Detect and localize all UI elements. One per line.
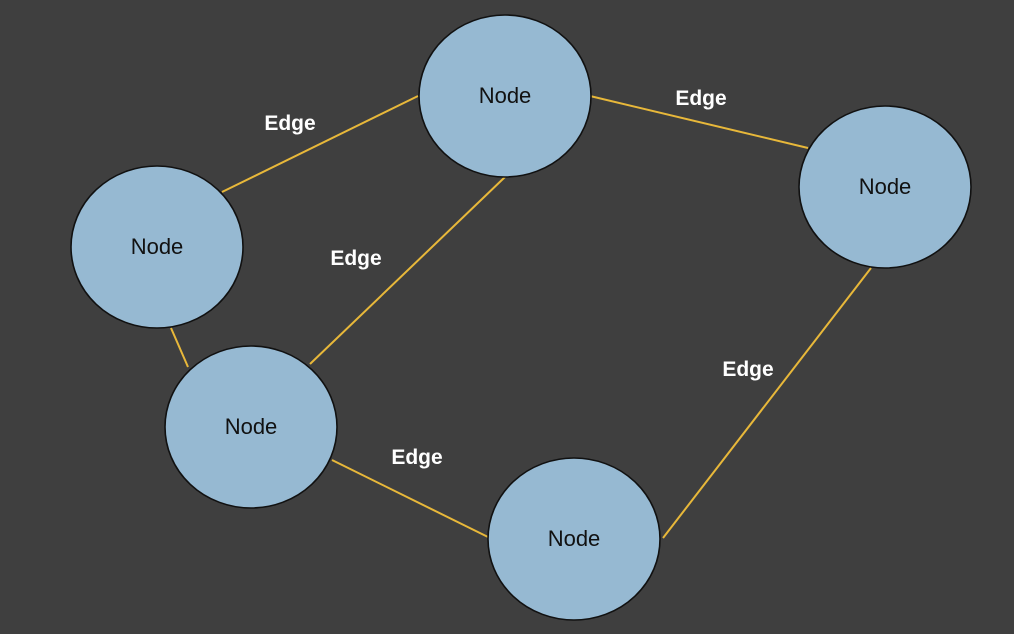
- edges: [170, 95, 872, 539]
- edge-label: Edge: [264, 112, 315, 135]
- node-circle: [164, 345, 338, 509]
- edge-line-right-to-bottom: [662, 267, 872, 539]
- node-lower-left[interactable]: Node: [164, 345, 338, 509]
- node-bottom[interactable]: Node: [487, 457, 661, 621]
- edge-line-top-to-left: [221, 95, 419, 193]
- edge-label: Edge: [675, 87, 726, 110]
- node-circle: [70, 165, 244, 329]
- node-left[interactable]: Node: [70, 165, 244, 329]
- edge-labels: Edge Edge Edge Edge Edge: [264, 87, 773, 469]
- node-circle: [487, 457, 661, 621]
- edge-label: Edge: [391, 446, 442, 469]
- node-right[interactable]: Node: [798, 105, 972, 269]
- node-label: Node: [131, 234, 184, 259]
- node-label: Node: [548, 526, 601, 551]
- node-top[interactable]: Node: [418, 14, 592, 178]
- node-label: Node: [225, 414, 278, 439]
- edge-line-top-to-right: [589, 95, 809, 149]
- node-circle: [418, 14, 592, 178]
- node-label: Node: [479, 83, 532, 108]
- edge-line-top-to-lower-left: [309, 176, 506, 365]
- edge-line-left-to-lower-left: [170, 327, 189, 368]
- node-label: Node: [859, 174, 912, 199]
- edge-label: Edge: [330, 247, 381, 270]
- node-circle: [798, 105, 972, 269]
- edge-label: Edge: [722, 358, 773, 381]
- edge-line-lower-left-to-bottom: [331, 459, 489, 538]
